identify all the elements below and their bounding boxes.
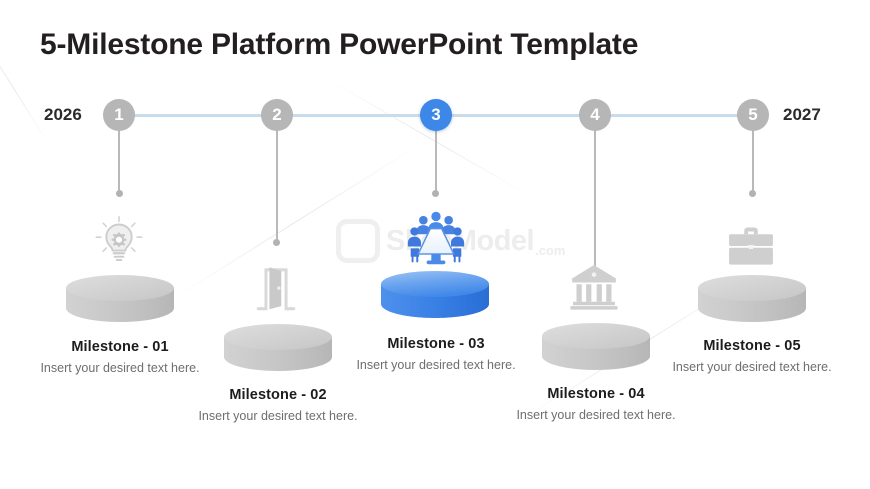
- conference-meeting-icon: [406, 208, 466, 268]
- milestone-stem-4: [594, 128, 596, 273]
- timeline-end-year: 2027: [783, 105, 821, 124]
- milestone-cylinder-2: [222, 323, 334, 371]
- milestone-stem-3: [435, 128, 437, 193]
- timeline-node-1[interactable]: 1: [103, 99, 135, 131]
- timeline-node-3[interactable]: 3: [420, 99, 452, 131]
- watermark-suffix: .com: [535, 243, 566, 258]
- milestone-cylinder-3: [379, 270, 491, 318]
- milestone-stem-2: [276, 128, 278, 242]
- timeline-node-label-4: 4: [590, 105, 600, 124]
- briefcase-icon: [724, 219, 778, 273]
- milestone-description-5: Insert your desired text here.: [672, 360, 832, 374]
- milestone-stem-dot-5: [749, 190, 756, 197]
- milestone-title-2: Milestone - 02: [229, 387, 327, 403]
- milestone-stem-dot-2: [273, 239, 280, 246]
- milestone-stem-1: [118, 128, 120, 193]
- timeline-node-label-1: 1: [114, 105, 124, 124]
- milestone-title-3: Milestone - 03: [387, 336, 485, 352]
- milestone-cylinder-1: [64, 274, 176, 322]
- timeline-node-label-2: 2: [272, 105, 282, 124]
- milestone-title-4: Milestone - 04: [547, 386, 645, 402]
- milestone-cylinder-5: [696, 274, 808, 322]
- rounded-square-logo-icon: [336, 219, 380, 263]
- open-door-icon: [248, 258, 304, 314]
- milestone-title-5: Milestone - 05: [703, 338, 801, 354]
- timeline-node-label-3: 3: [431, 105, 441, 124]
- milestone-title-1: Milestone - 01: [71, 339, 169, 355]
- milestone-caption-3: Milestone - 03 Insert your desired text …: [336, 336, 536, 374]
- bank-building-icon: [566, 258, 622, 314]
- milestone-stem-dot-1: [116, 190, 123, 197]
- milestone-stem-5: [752, 128, 754, 193]
- timeline-node-5[interactable]: 5: [737, 99, 769, 131]
- timeline-node-label-5: 5: [748, 105, 758, 124]
- milestone-cylinder-4: [540, 322, 652, 370]
- milestone-description-2: Insert your desired text here.: [198, 409, 358, 423]
- milestone-description-4: Insert your desired text here.: [516, 408, 676, 422]
- lightbulb-gear-icon: [90, 210, 148, 268]
- milestone-caption-2: Milestone - 02 Insert your desired text …: [178, 387, 378, 425]
- milestone-caption-4: Milestone - 04 Insert your desired text …: [496, 386, 696, 424]
- timeline-node-2[interactable]: 2: [261, 99, 293, 131]
- decorative-streak: [329, 80, 530, 196]
- milestone-description-3: Insert your desired text here.: [356, 358, 516, 372]
- milestone-stem-dot-3: [432, 190, 439, 197]
- page-title: 5-Milestone Platform PowerPoint Template: [40, 28, 639, 61]
- milestone-caption-5: Milestone - 05 Insert your desired text …: [652, 338, 852, 376]
- timeline-node-4[interactable]: 4: [579, 99, 611, 131]
- milestone-description-1: Insert your desired text here.: [40, 361, 200, 375]
- milestone-caption-1: Milestone - 01 Insert your desired text …: [20, 339, 220, 377]
- timeline-start-year: 2026: [44, 105, 82, 124]
